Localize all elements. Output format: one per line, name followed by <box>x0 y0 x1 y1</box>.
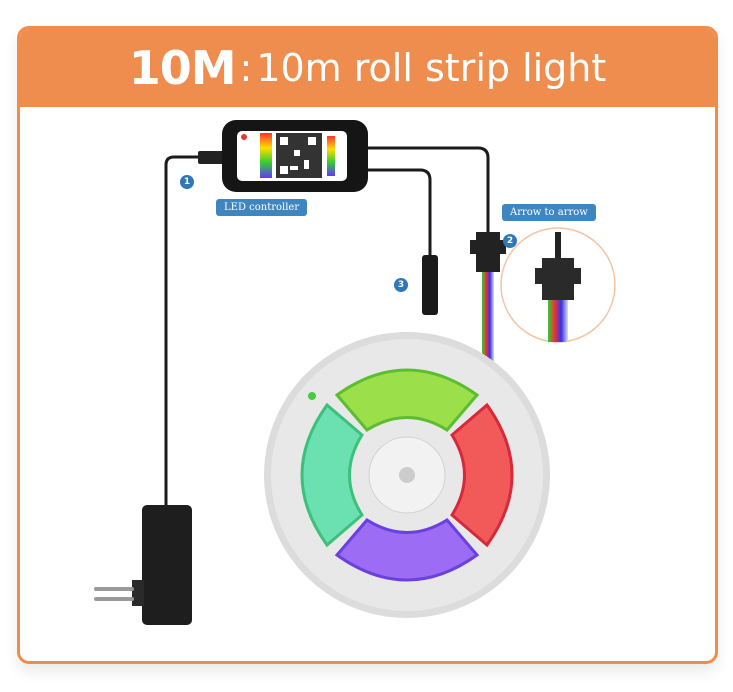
led-controller-label: LED controller <box>216 199 308 216</box>
strip-segment-purple <box>334 518 480 582</box>
strip-segment-cyan <box>300 402 364 548</box>
connector-detail-bubble <box>500 227 616 343</box>
title-separator: : <box>239 46 253 90</box>
dc-jack <box>198 151 226 164</box>
model-label: 10M <box>128 41 237 95</box>
led-strip-reel <box>264 332 550 618</box>
arrow-connector <box>470 232 506 368</box>
led-controller <box>222 120 368 192</box>
title-description: 10m roll strip light <box>256 46 607 90</box>
cables <box>164 146 490 508</box>
indicator-dot <box>308 392 316 400</box>
power-adapter <box>94 505 192 625</box>
strip-segment-red <box>450 402 514 548</box>
strip-segment-green <box>334 368 480 432</box>
marker-1: 1 <box>180 175 194 189</box>
female-connector <box>422 255 438 315</box>
marker-3: 3 <box>394 278 408 292</box>
marker-2: 2 <box>503 234 517 248</box>
plug-prong <box>94 597 134 601</box>
arrow-to-arrow-label: Arrow to arrow <box>502 204 596 221</box>
plug-prong <box>94 587 134 591</box>
title-banner: 10M:10m roll strip light <box>20 29 715 107</box>
